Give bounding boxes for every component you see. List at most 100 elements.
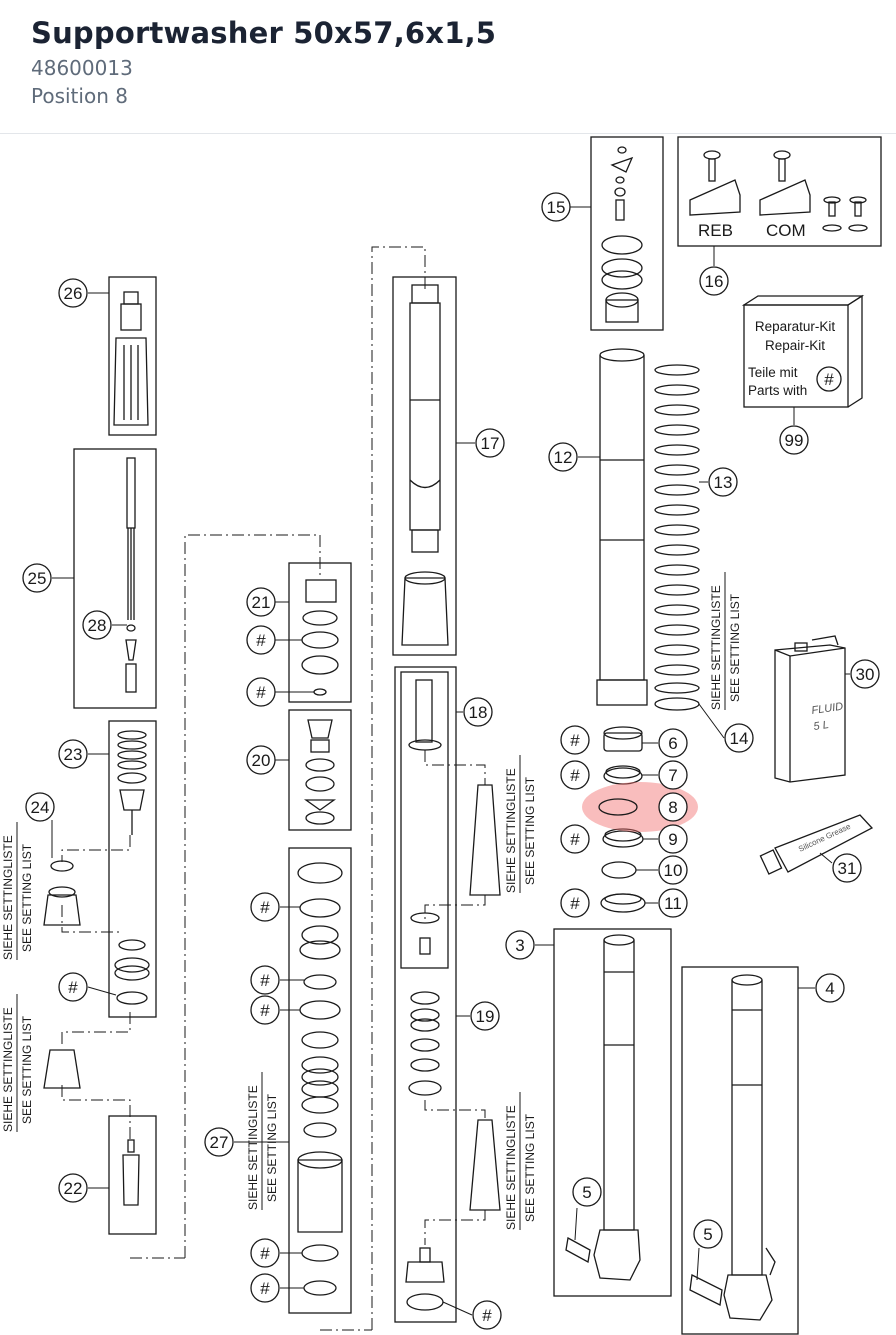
callout-hash-13-circle [250, 995, 280, 1025]
callout-hash-28-circle [560, 725, 590, 755]
callout-3-label: 3 [515, 936, 524, 955]
callout-hash-9-circle [246, 677, 276, 707]
item-22 [122, 1139, 140, 1206]
callout-hash-30-circle [560, 760, 590, 790]
callout-hash-30-label: # [570, 766, 580, 785]
callout-27-circle [204, 1127, 234, 1157]
callout-18-circle [463, 697, 493, 727]
callout-hash-16-circle [250, 1273, 280, 1303]
callout-hash-36-circle [560, 888, 590, 918]
callout-20-circle [246, 745, 276, 775]
assembly-lines [61, 246, 486, 1331]
callout-hash-12-circle [250, 965, 280, 995]
item-25-rod [125, 457, 137, 693]
callout-25-circle [22, 563, 52, 593]
callout-21-label: 21 [252, 593, 271, 612]
callout-hash-8-label: # [256, 631, 266, 650]
items-6-11-seals [600, 726, 646, 913]
callout-12-circle [548, 442, 578, 472]
item-16 [689, 150, 868, 232]
setting-label-de-24: SIEHE SETTINGLISTE [1, 835, 15, 960]
callout-hash-5-label: # [68, 978, 78, 997]
callout-25-label: 25 [28, 569, 47, 588]
callout-10-label: 10 [664, 861, 683, 880]
callout-hash-20-label: # [482, 1306, 492, 1325]
callout-hash-5-circle [58, 972, 88, 1002]
callout-24-circle [25, 792, 55, 822]
kit-teile-mit: Teile mit [748, 365, 798, 380]
callout-15-label: 15 [547, 198, 566, 217]
callout-14-label: 14 [730, 729, 749, 748]
callout-13-circle [708, 467, 738, 497]
callout-hash-8-circle [246, 625, 276, 655]
callout-hash-20-circle [472, 1300, 502, 1330]
callout-28-label: 28 [88, 616, 107, 635]
kit-parts-with: Parts with [748, 383, 807, 398]
callout-hash-9-label: # [256, 683, 266, 702]
items-18-19 [405, 679, 501, 1311]
callout-hash-33-circle [560, 824, 590, 854]
callout-14-circle [724, 723, 754, 753]
setting-label-en-24: SEE SETTING LIST [20, 843, 34, 952]
callout-5-circle [572, 1177, 602, 1207]
callout-15-circle [541, 192, 571, 222]
callout-12-label: 12 [554, 448, 573, 467]
exploded-fork-diagram: 2625282324#2221##20###27##171819#1516991… [1, 136, 882, 1335]
callout-markers: 2625282324#2221##20###27##171819#1516991… [22, 192, 880, 1330]
setting-label-de-27: SIEHE SETTINGLISTE [246, 1085, 260, 1210]
callout-21-circle [246, 587, 276, 617]
callout-hash-33-label: # [570, 830, 580, 849]
callout-5-circle [693, 1219, 723, 1249]
item-15 [601, 146, 643, 323]
callout-26-label: 26 [64, 284, 83, 303]
setting-label-de-18: SIEHE SETTINGLISTE [504, 768, 518, 893]
setting-label-de-19: SIEHE SETTINGLISTE [504, 1105, 518, 1230]
callout-hash-11-label: # [260, 898, 270, 917]
callout-hash-15-circle [250, 1238, 280, 1268]
callout-6-circle [658, 728, 688, 758]
callout-23-label: 23 [64, 745, 83, 764]
callout-31-circle [832, 853, 862, 883]
callout-30-label: 30 [856, 665, 875, 684]
callout-11-circle [658, 888, 688, 918]
part-position: Position 8 [31, 84, 128, 108]
kit-label-en: Repair-Kit [765, 338, 825, 353]
item-31-grease-tube [759, 814, 874, 875]
callout-4-circle [815, 973, 845, 1003]
item-23-assembly [43, 730, 150, 1089]
callout-99-circle [779, 425, 809, 455]
callout-99-label: 99 [785, 431, 804, 450]
callout-28-circle [82, 610, 112, 640]
callout-hash-13-label: # [260, 1001, 270, 1020]
callout-hash-28-label: # [570, 731, 580, 750]
callout-19-circle [470, 1001, 500, 1031]
callout-9-label: 9 [668, 830, 677, 849]
leader-lines [51, 206, 850, 1316]
setting-label-en-22: SEE SETTING LIST [20, 1015, 34, 1124]
item-26-cap [113, 291, 149, 426]
item-8-supportwasher [598, 798, 638, 816]
callout-20-label: 20 [252, 751, 271, 770]
callout-17-label: 17 [481, 434, 500, 453]
setting-label-en-18: SEE SETTING LIST [523, 776, 537, 885]
callout-16-label: 16 [705, 272, 724, 291]
callout-hash-11-circle [250, 892, 280, 922]
part-title: Supportwasher 50x57,6x1,5 [31, 16, 497, 50]
reb-label: REB [698, 221, 733, 240]
callout-26-circle [58, 278, 88, 308]
part-number: 48600013 [31, 56, 133, 80]
callout-11-label: 11 [664, 894, 682, 913]
repair-kit-box [741, 294, 865, 408]
callout-4-label: 4 [825, 979, 834, 998]
kit-hash-marker-label: # [824, 370, 834, 389]
kit-label-de: Reparatur-Kit [755, 319, 836, 334]
part-boxes [73, 136, 882, 1335]
callout-6-label: 6 [668, 734, 677, 753]
fluid-can-volume: 5 L [813, 719, 830, 733]
setting-label-en-19: SEE SETTING LIST [523, 1113, 537, 1222]
setting-label-en-27: SEE SETTING LIST [265, 1093, 279, 1202]
item-30-fluid-can [774, 635, 846, 783]
callout-22-circle [58, 1173, 88, 1203]
kit-hash-marker-circle [816, 366, 842, 392]
callout-hash-16-label: # [260, 1279, 270, 1298]
